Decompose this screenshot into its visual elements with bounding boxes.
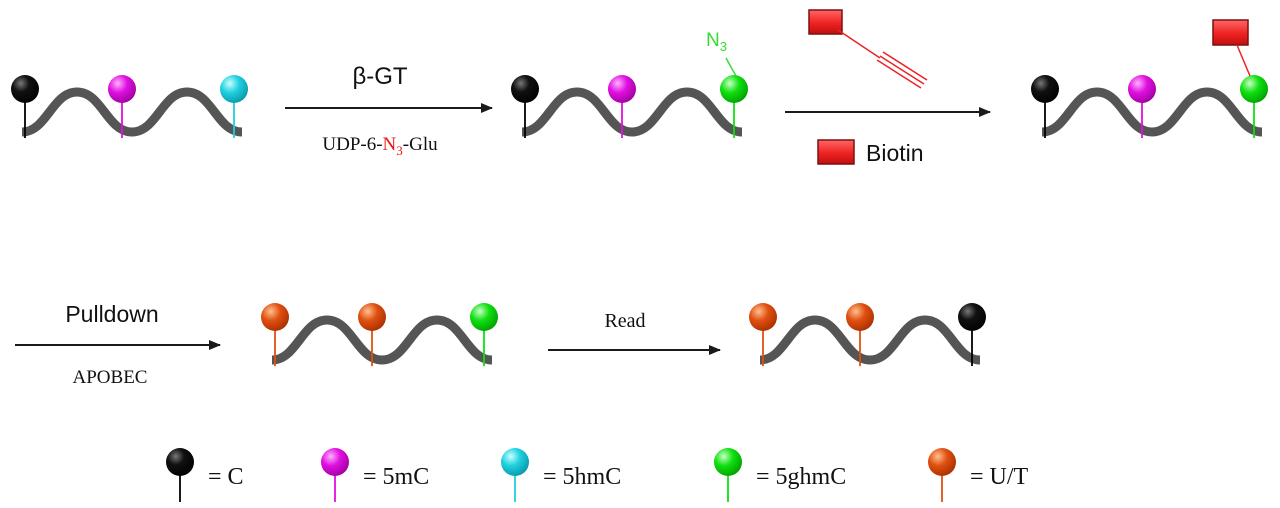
legend-item-5ghmC: = 5ghmC	[714, 448, 846, 502]
pin-head	[220, 75, 248, 103]
biotin-tag-attached	[1212, 19, 1249, 46]
pin-head	[501, 448, 529, 476]
pin-c	[166, 448, 194, 502]
pin-head	[261, 303, 289, 331]
pin-5mC	[108, 75, 136, 138]
step-2-label-below: Biotin	[866, 140, 924, 166]
pin-head	[928, 448, 956, 476]
pin-ut	[846, 303, 874, 366]
legend-label: = 5hmC	[543, 464, 621, 490]
biotin-linker	[1236, 44, 1251, 77]
pin-5ghmC	[1240, 75, 1268, 138]
pin-head	[749, 303, 777, 331]
pin-head	[720, 75, 748, 103]
pin-head	[470, 303, 498, 331]
step-3-label-above: Pulldown	[65, 301, 158, 327]
pin-5mC	[321, 448, 349, 502]
azide-label: N3	[706, 30, 727, 54]
legend-item-5mC: = 5mC	[321, 448, 429, 502]
dna-strand-azide	[511, 75, 748, 138]
pin-head	[358, 303, 386, 331]
step-2-arrow-group: Biotin	[785, 107, 991, 166]
legend-label: = 5ghmC	[756, 464, 846, 490]
pin-5ghmC	[714, 448, 742, 502]
dna-strand-biotinylated	[1031, 75, 1268, 138]
step-1-arrow-group: β-GT UDP-6-N3-Glu	[285, 63, 493, 158]
biotin-attached-group	[1212, 19, 1251, 77]
legend-label: = U/T	[970, 464, 1029, 490]
pin-5hmC	[220, 75, 248, 138]
pin-ut	[358, 303, 386, 366]
legend: = C = 5mC = 5hmC = 5ghmC = U/T	[166, 448, 1029, 502]
pin-head	[321, 448, 349, 476]
step-4-arrow-group: Read	[548, 310, 721, 355]
pin-head	[958, 303, 986, 331]
legend-item-c: = C	[166, 448, 244, 502]
pin-head	[846, 303, 874, 331]
step-3-arrow-group: Pulldown APOBEC	[15, 301, 221, 388]
pin-head	[166, 448, 194, 476]
step-4-label-above: Read	[604, 310, 645, 332]
pin-head	[1031, 75, 1059, 103]
dna-backbone	[21, 87, 243, 137]
pin-head	[1128, 75, 1156, 103]
pin-ut	[928, 448, 956, 502]
pin-head	[108, 75, 136, 103]
linker-line	[837, 29, 881, 59]
step-3-label-below: APOBEC	[73, 367, 148, 388]
pin-ut	[261, 303, 289, 366]
dna-backbone	[271, 315, 493, 365]
legend-label: = C	[208, 464, 244, 490]
pin-c	[1031, 75, 1059, 138]
pin-head	[511, 75, 539, 103]
dna-strand-read	[749, 303, 986, 366]
biotin-alkyne-reagent	[808, 9, 928, 89]
dna-strand-deaminated	[261, 303, 498, 366]
legend-item-ut: = U/T	[928, 448, 1029, 502]
azide-label-group: N3	[706, 30, 737, 77]
pin-head	[1240, 75, 1268, 103]
pin-5mC	[1128, 75, 1156, 138]
pin-5mC	[608, 75, 636, 138]
legend-item-5hmC: = 5hmC	[501, 448, 621, 502]
dna-backbone	[759, 315, 981, 365]
alkyne-bond-1	[879, 55, 925, 85]
alkyne-bond-3	[882, 51, 928, 81]
alkyne-bond-2	[876, 59, 922, 89]
pin-5ghmC	[720, 75, 748, 138]
step-1-label-above: β-GT	[352, 63, 407, 90]
biotin-tag-icon	[808, 9, 843, 35]
pin-c	[958, 303, 986, 366]
pin-c	[511, 75, 539, 138]
step-1-label-below: UDP-6-N3-Glu	[322, 134, 438, 158]
pin-c	[11, 75, 39, 138]
biotin-legend-icon	[817, 139, 855, 165]
pin-head	[608, 75, 636, 103]
dna-strand-input	[11, 75, 248, 138]
dna-backbone	[1041, 87, 1263, 137]
pin-5ghmC	[470, 303, 498, 366]
pin-ut	[749, 303, 777, 366]
pin-head	[714, 448, 742, 476]
dna-backbone	[521, 87, 743, 137]
pin-head	[11, 75, 39, 103]
legend-label: = 5mC	[363, 464, 429, 490]
azide-bond	[725, 57, 737, 77]
pin-5hmC	[501, 448, 529, 502]
